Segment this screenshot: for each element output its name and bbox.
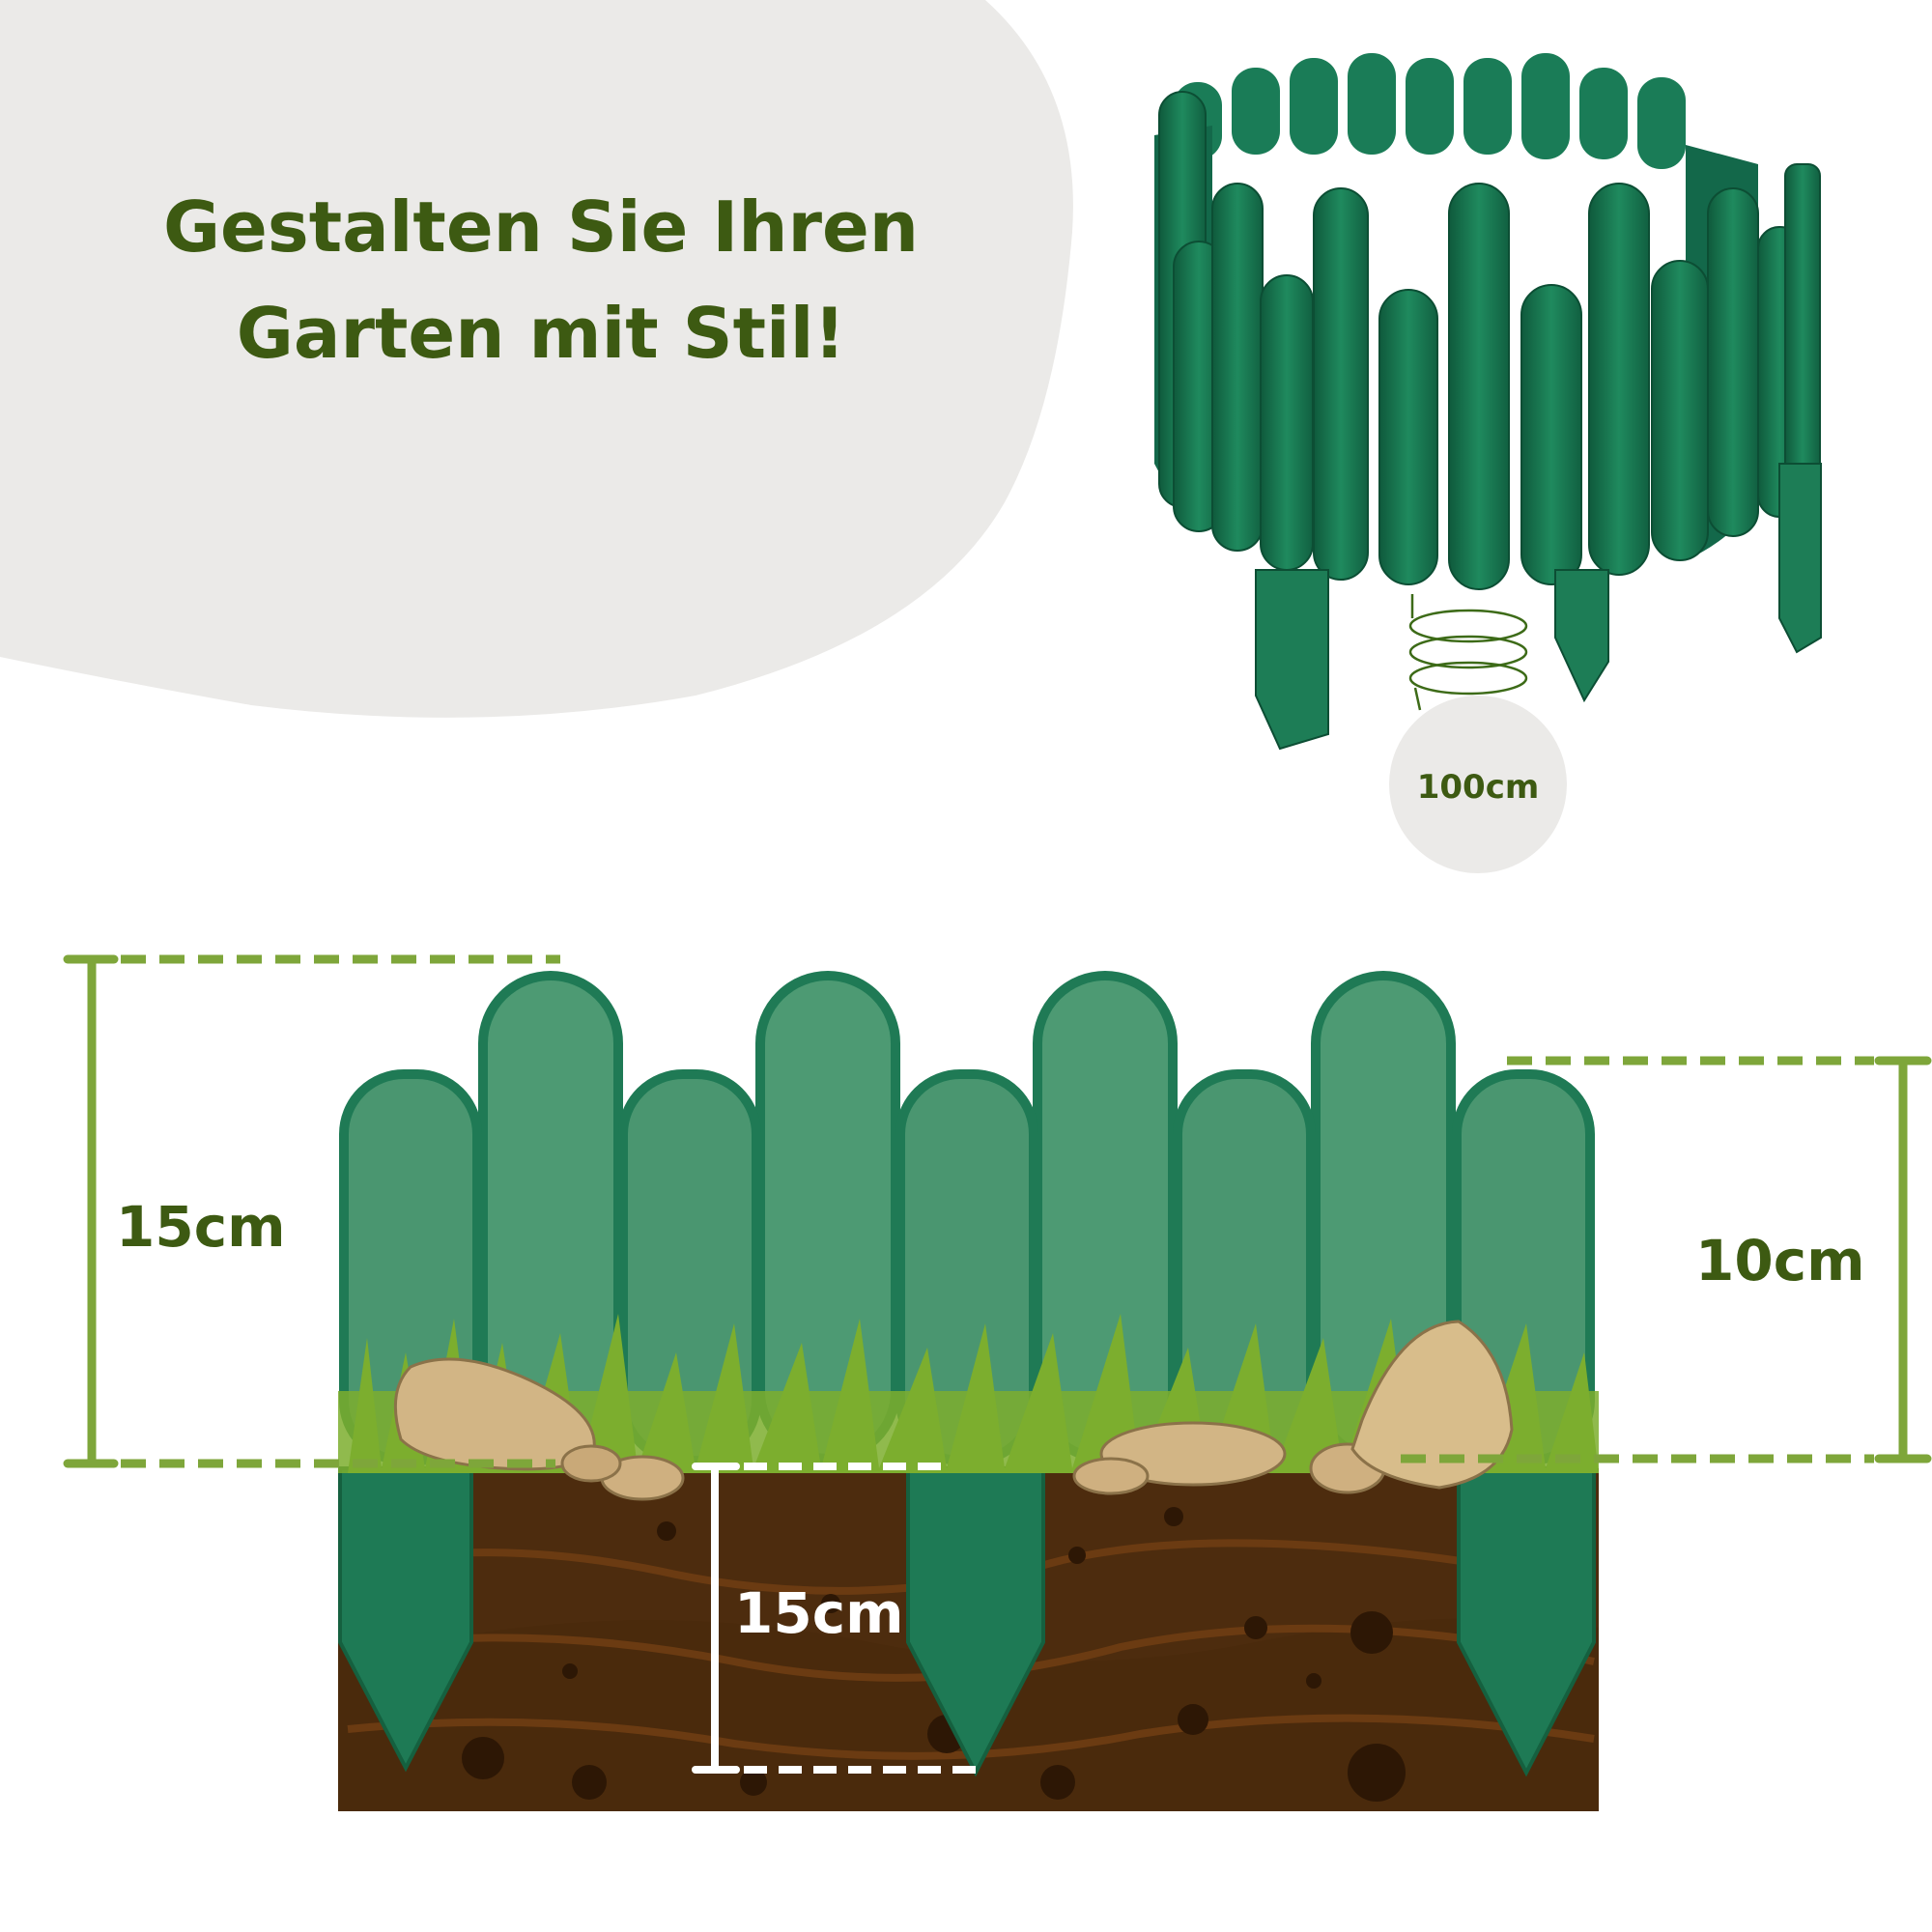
total-height-label: 15cm [116, 1194, 286, 1260]
fence-cross-section-illustration [63, 954, 1932, 1811]
background-blob [0, 0, 1073, 718]
diameter-label: 100cm [1416, 768, 1540, 807]
total-height-indicator [63, 954, 560, 1468]
round-fence-illustration [1154, 53, 1822, 751]
spring-icon [1408, 594, 1528, 711]
depth-indicator [692, 1463, 976, 1774]
headline-line-2: Garten mit Stil! [236, 293, 846, 374]
diameter-badge [1389, 696, 1567, 873]
short-picket-height-label: 10cm [1695, 1228, 1865, 1293]
headline-line-1: Gestalten Sie Ihren [162, 186, 920, 268]
short-height-indicator [1401, 1056, 1932, 1463]
headline: Gestalten Sie Ihren Garten mit Stil! [106, 174, 976, 386]
stone-icon [393, 1320, 1514, 1501]
ground-depth-label: 15cm [734, 1580, 904, 1646]
